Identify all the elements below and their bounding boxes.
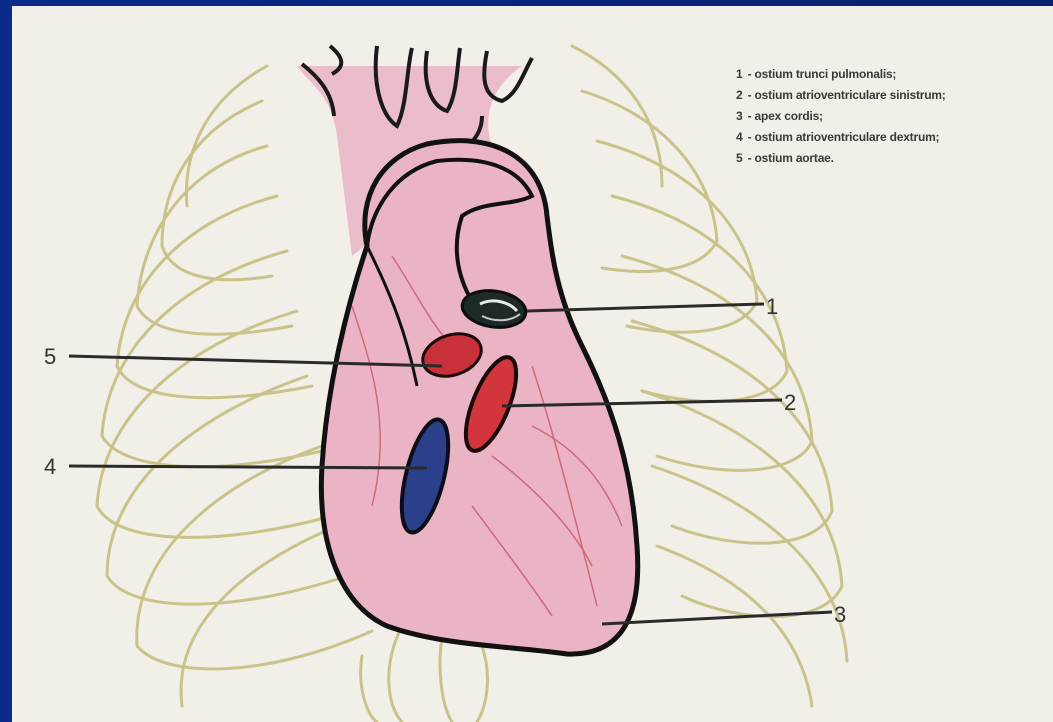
legend-num: 3 xyxy=(736,109,742,123)
legend-text: - ostium atrioventriculare sinistrum; xyxy=(748,88,946,102)
legend-item-4: 4 - ostium atrioventriculare dextrum; xyxy=(736,127,946,148)
legend-item-3: 3 - apex cordis; xyxy=(736,106,946,127)
legend-text: - ostium trunci pulmonalis; xyxy=(748,67,897,81)
legend-num: 5 xyxy=(736,151,742,165)
legend-num: 2 xyxy=(736,88,742,102)
callout-5: 5 xyxy=(44,344,56,369)
legend-text: - apex cordis; xyxy=(748,109,823,123)
callout-3: 3 xyxy=(834,602,846,627)
legend-text: - ostium atrioventriculare dextrum; xyxy=(748,130,940,144)
legend-text: - ostium aortae. xyxy=(748,151,834,165)
legend: 1 - ostium trunci pulmonalis; 2 - ostium… xyxy=(736,64,946,169)
callout-1: 1 xyxy=(766,294,778,319)
legend-item-2: 2 - ostium atrioventriculare sinistrum; xyxy=(736,85,946,106)
legend-num: 4 xyxy=(736,130,742,144)
legend-item-1: 1 - ostium trunci pulmonalis; xyxy=(736,64,946,85)
callout-2: 2 xyxy=(784,390,796,415)
slide-canvas: 1 5 2 4 3 1 - ostium trunci pulmonalis; … xyxy=(12,6,1053,722)
callout-4: 4 xyxy=(44,454,56,479)
legend-item-5: 5 - ostium aortae. xyxy=(736,148,946,169)
legend-num: 1 xyxy=(736,67,742,81)
